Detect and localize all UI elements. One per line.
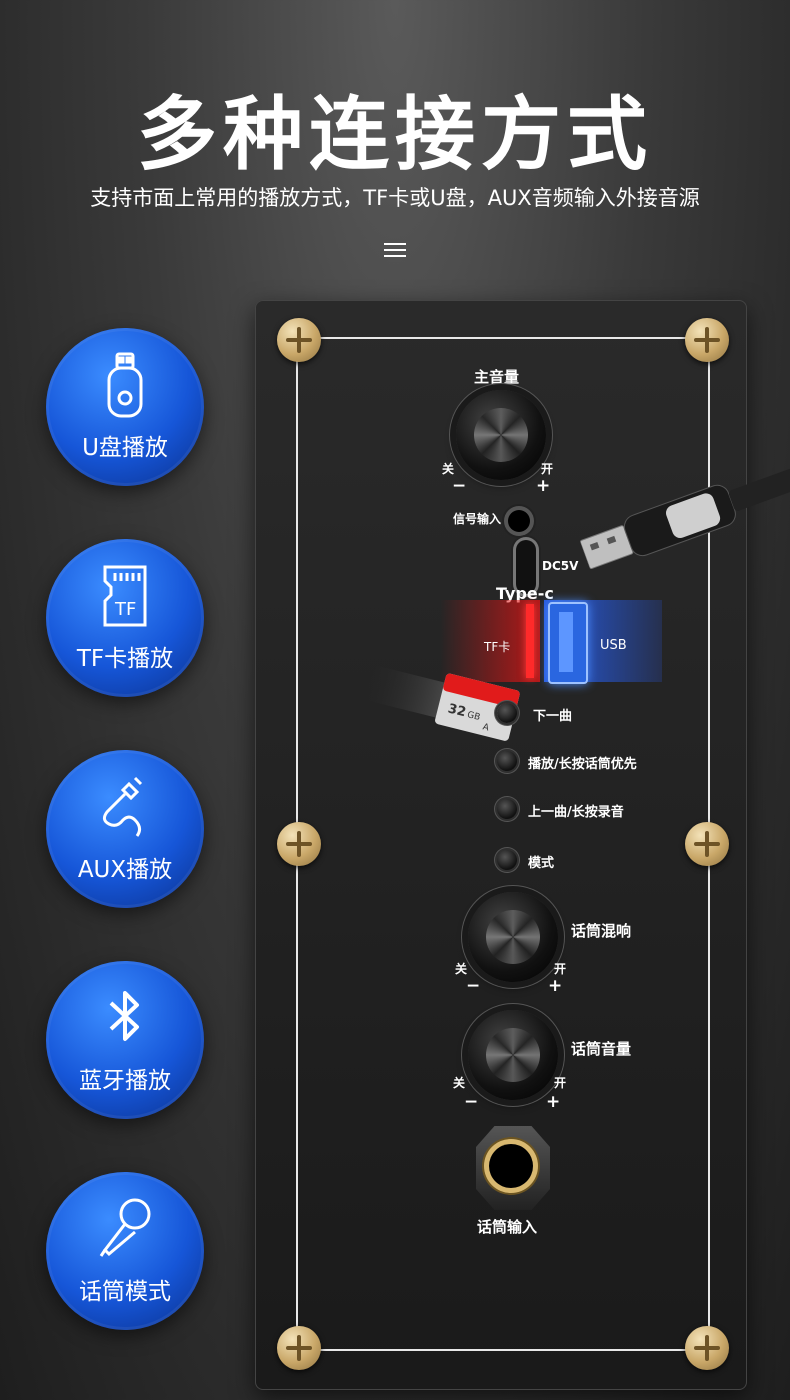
knob-minus-label: −	[466, 976, 481, 996]
microphone-icon	[99, 1198, 151, 1257]
signal-input-label: 信号输入	[453, 512, 502, 526]
screw-icon	[685, 1326, 729, 1370]
knob-minus-label: −	[452, 476, 467, 496]
usb-cable-icon	[579, 467, 790, 570]
typec-port[interactable]	[516, 540, 536, 594]
usb-port[interactable]	[544, 600, 662, 684]
feature-bluetooth-playback: 蓝牙播放	[46, 961, 204, 1119]
feature-mic-mode: 话筒模式	[46, 1172, 204, 1330]
screw-icon	[277, 1326, 321, 1370]
dc-label: DC5V	[542, 559, 579, 573]
previous-track-button[interactable]	[497, 799, 517, 819]
next-track-button[interactable]	[497, 703, 517, 723]
screw-icon	[277, 822, 321, 866]
feature-aux-playback: AUX播放	[46, 750, 204, 908]
menu-icon	[384, 243, 406, 257]
knob-off-label: 关	[455, 962, 468, 976]
feature-usb-playback: U盘播放	[46, 328, 204, 486]
screw-icon	[685, 822, 729, 866]
usb-slot-label: USB	[600, 638, 627, 653]
knob-on-label: 开	[554, 962, 567, 976]
mode-label: 模式	[528, 856, 555, 871]
feature-label: AUX播放	[77, 857, 173, 883]
tf-card-icon: TF	[103, 565, 147, 627]
feature-label: TF卡播放	[76, 646, 174, 672]
play-button[interactable]	[497, 751, 517, 771]
screw-icon	[685, 318, 729, 362]
mic-input-jack[interactable]	[476, 1126, 550, 1210]
previous-track-label: 上一曲/长按录音	[528, 805, 624, 820]
mic-reverb-label: 话筒混响	[571, 922, 632, 940]
aux-cable-icon	[102, 776, 143, 837]
typec-label: Type-c	[496, 584, 554, 603]
knob-plus-label: +	[536, 476, 551, 496]
tf-card-icon: 32 GB A	[358, 663, 520, 741]
feature-label: 蓝牙播放	[79, 1068, 171, 1094]
tf-slot-label: TF卡	[484, 640, 511, 654]
feature-label: 话筒模式	[79, 1279, 171, 1305]
mic-volume-label: 话筒音量	[571, 1040, 632, 1058]
screw-icon	[277, 318, 321, 362]
signal-input-jack[interactable]	[508, 510, 530, 532]
knob-on-label: 开	[554, 1076, 567, 1090]
next-track-label: 下一曲	[533, 709, 573, 724]
page-title: 多种连接方式	[137, 88, 653, 181]
mode-button[interactable]	[497, 850, 517, 870]
feature-label: U盘播放	[82, 435, 168, 461]
play-label: 播放/长按话筒优先	[528, 757, 637, 772]
tf-card-class: A	[481, 722, 490, 733]
feature-tf-playback: TF TF卡播放	[46, 539, 204, 697]
knob-minus-label: −	[464, 1092, 479, 1112]
knob-off-label: 关	[453, 1076, 466, 1090]
tf-card-size: 32	[446, 701, 467, 720]
usb-drive-icon	[107, 352, 143, 418]
knob-plus-label: +	[548, 976, 563, 996]
knob-off-label: 关	[442, 462, 455, 476]
mic-reverb-knob[interactable]	[468, 892, 558, 982]
knob-plus-label: +	[546, 1092, 561, 1112]
page-subtitle: 支持市面上常用的播放方式，TF卡或U盘，AUX音频输入外接音源	[90, 186, 700, 210]
tf-card-unit: GB	[466, 710, 481, 723]
svg-text:TF: TF	[114, 599, 136, 620]
mic-input-label: 话筒输入	[477, 1218, 538, 1236]
mic-volume-knob[interactable]	[468, 1010, 558, 1100]
knob-on-label: 开	[541, 462, 554, 476]
master-volume-knob[interactable]	[456, 390, 546, 480]
tf-card-slot[interactable]	[440, 600, 540, 682]
master-volume-label: 主音量	[474, 368, 520, 386]
bluetooth-icon	[109, 991, 139, 1041]
